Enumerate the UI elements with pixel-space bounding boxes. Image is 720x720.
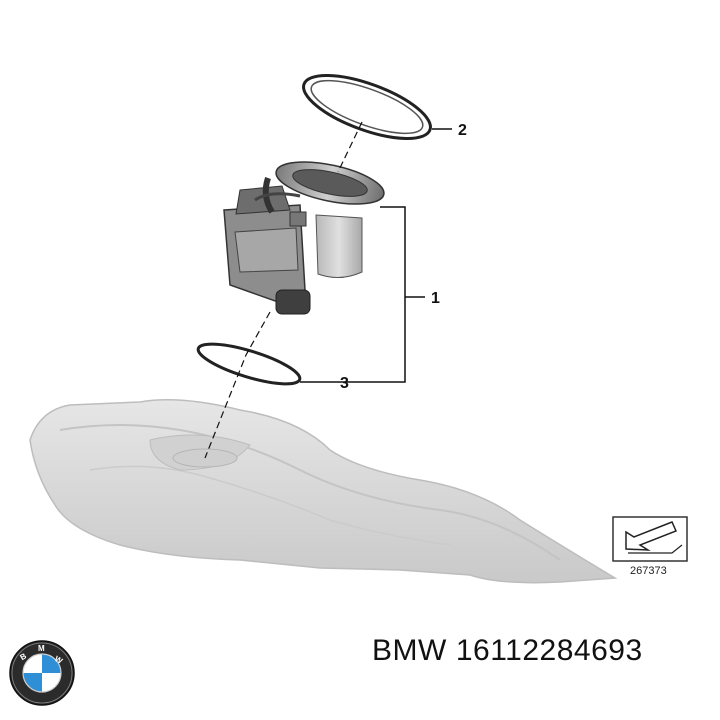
fuel-tank [29, 399, 618, 584]
leader-lines [300, 128, 452, 383]
callout-label-1: 1 [431, 290, 440, 307]
callout-label-3: 3 [340, 375, 349, 392]
reference-box: 267373 [612, 516, 688, 577]
callout-label-2: 2 [458, 122, 467, 139]
centerline [204, 121, 363, 459]
arrow-icon [625, 521, 678, 551]
svg-text:M: M [38, 644, 45, 653]
brand-name: BMW [372, 634, 447, 667]
part-number: 16112284693 [455, 634, 643, 667]
fuel-pump-assembly [223, 161, 385, 315]
bmw-logo: B M W [9, 640, 75, 706]
svg-text:B: B [18, 651, 28, 662]
gasket-ring [302, 74, 432, 140]
o-ring-seal [196, 342, 302, 386]
svg-text:W: W [53, 654, 64, 666]
reference-number: 267373 [630, 565, 667, 577]
